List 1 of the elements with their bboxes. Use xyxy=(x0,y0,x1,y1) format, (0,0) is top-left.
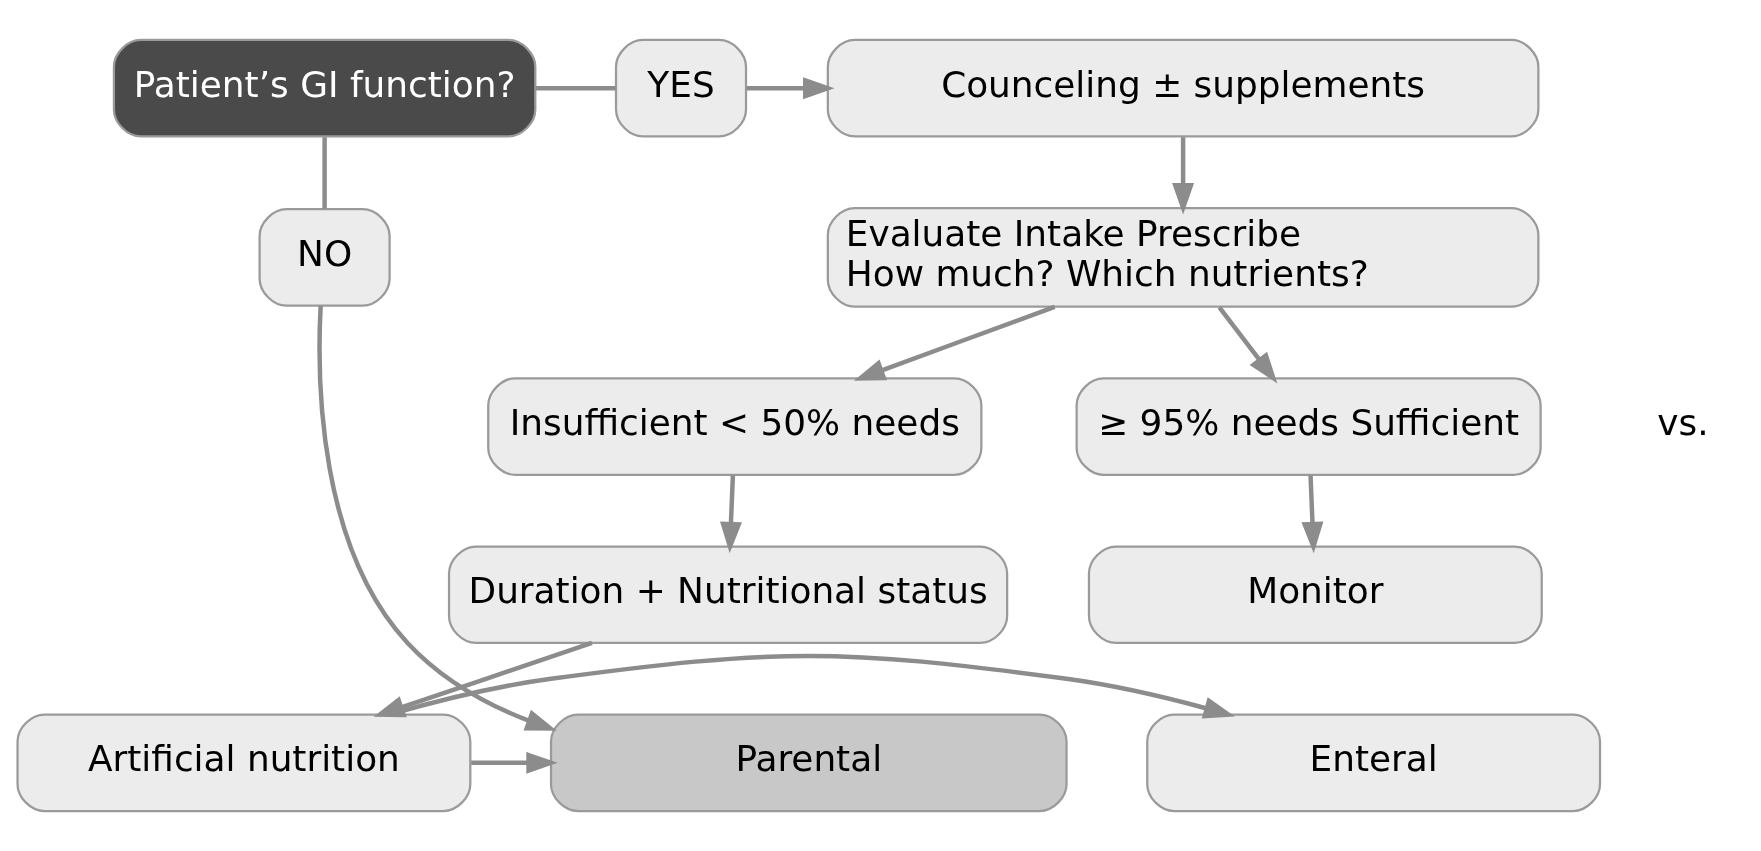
label: vs. xyxy=(1657,402,1709,444)
